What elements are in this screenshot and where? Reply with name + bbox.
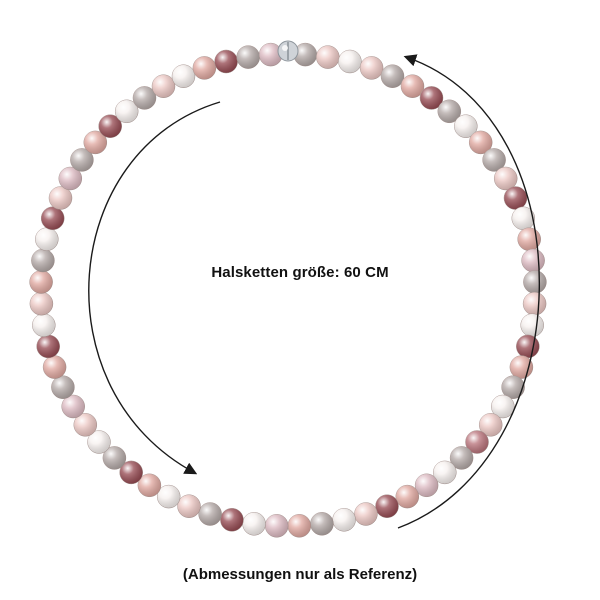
- pearl-highlight: [491, 395, 515, 418]
- pearl-highlight: [220, 508, 244, 532]
- pearl-highlight: [41, 206, 65, 230]
- pearl-highlight: [35, 227, 59, 251]
- pearl-highlight: [501, 375, 525, 399]
- pearl-highlight: [43, 355, 67, 379]
- pearl-highlight: [332, 508, 356, 532]
- magnetic-clasp-icon: [277, 40, 299, 62]
- pearl-highlight: [479, 413, 503, 437]
- pearl-highlight: [504, 186, 527, 210]
- pearl-highlight: [482, 148, 506, 172]
- pearl-highlight: [433, 460, 457, 484]
- pearl-strand: [29, 42, 547, 538]
- pearl-highlight: [395, 485, 419, 509]
- pearl-highlight: [51, 375, 75, 399]
- pearl-highlight: [70, 148, 94, 172]
- pearl-highlight: [338, 50, 362, 73]
- pearl-highlight: [354, 502, 378, 526]
- pearl-highlight: [157, 485, 181, 509]
- pearl-highlight: [465, 430, 489, 454]
- pearl-highlight: [469, 130, 493, 154]
- pearl-highlight: [32, 313, 56, 337]
- pearl-highlight: [259, 43, 283, 67]
- pearl-highlight: [360, 56, 384, 80]
- pearl-highlight: [516, 334, 540, 358]
- pearl-highlight: [73, 413, 97, 437]
- pearl-highlight: [420, 86, 443, 110]
- pearl-highlight: [401, 74, 424, 98]
- left-measurement-arrow-icon: [88, 101, 221, 475]
- pearl-highlight: [115, 99, 139, 123]
- necklace-size-label: Halsketten größe: 60 CM: [211, 264, 389, 281]
- pearl-highlight: [29, 292, 53, 316]
- pearl-highlight: [49, 186, 72, 210]
- pearl-highlight: [61, 395, 85, 418]
- pearl-highlight: [36, 334, 60, 358]
- pearl-highlight: [242, 512, 266, 536]
- reference-disclaimer: (Abmessungen nur als Referenz): [182, 566, 418, 583]
- pearl-highlight: [265, 514, 289, 538]
- pearl-highlight: [454, 114, 478, 138]
- pearl-highlight: [102, 446, 126, 470]
- pearl-highlight: [198, 502, 222, 526]
- pearl-highlight: [133, 86, 156, 110]
- pearl-highlight: [494, 167, 518, 190]
- pearl-highlight: [29, 270, 53, 294]
- pearl-highlight: [214, 50, 238, 73]
- pearl-highlight: [83, 130, 107, 154]
- pearl-highlight: [511, 206, 535, 230]
- pearl-highlight: [87, 430, 111, 454]
- pearl-highlight: [450, 446, 474, 470]
- pearl-highlight: [31, 249, 55, 272]
- pearl-highlight: [293, 43, 317, 67]
- pearl-highlight: [137, 473, 161, 497]
- pearl-highlight: [177, 494, 201, 518]
- pearl-highlight: [236, 45, 260, 69]
- pearl-highlight: [98, 114, 122, 138]
- pearl-highlight: [172, 64, 195, 88]
- pearl-highlight: [375, 494, 399, 518]
- pearl-highlight: [523, 292, 547, 316]
- pearl-highlight: [287, 514, 311, 538]
- pearl-highlight: [316, 45, 340, 69]
- pearl-highlight: [310, 512, 334, 536]
- pearl-highlight: [152, 74, 175, 98]
- pearl-highlight: [437, 99, 461, 123]
- pearl-highlight: [119, 460, 143, 484]
- pearl-highlight: [509, 355, 533, 379]
- pearl-highlight: [58, 167, 82, 190]
- pearl-highlight: [415, 473, 439, 497]
- pearl-highlight: [520, 313, 544, 337]
- pearl-highlight: [523, 270, 547, 294]
- right-measurement-arrow-icon: [397, 54, 541, 529]
- pearl-highlight: [381, 64, 404, 88]
- pearl-highlight: [192, 56, 216, 80]
